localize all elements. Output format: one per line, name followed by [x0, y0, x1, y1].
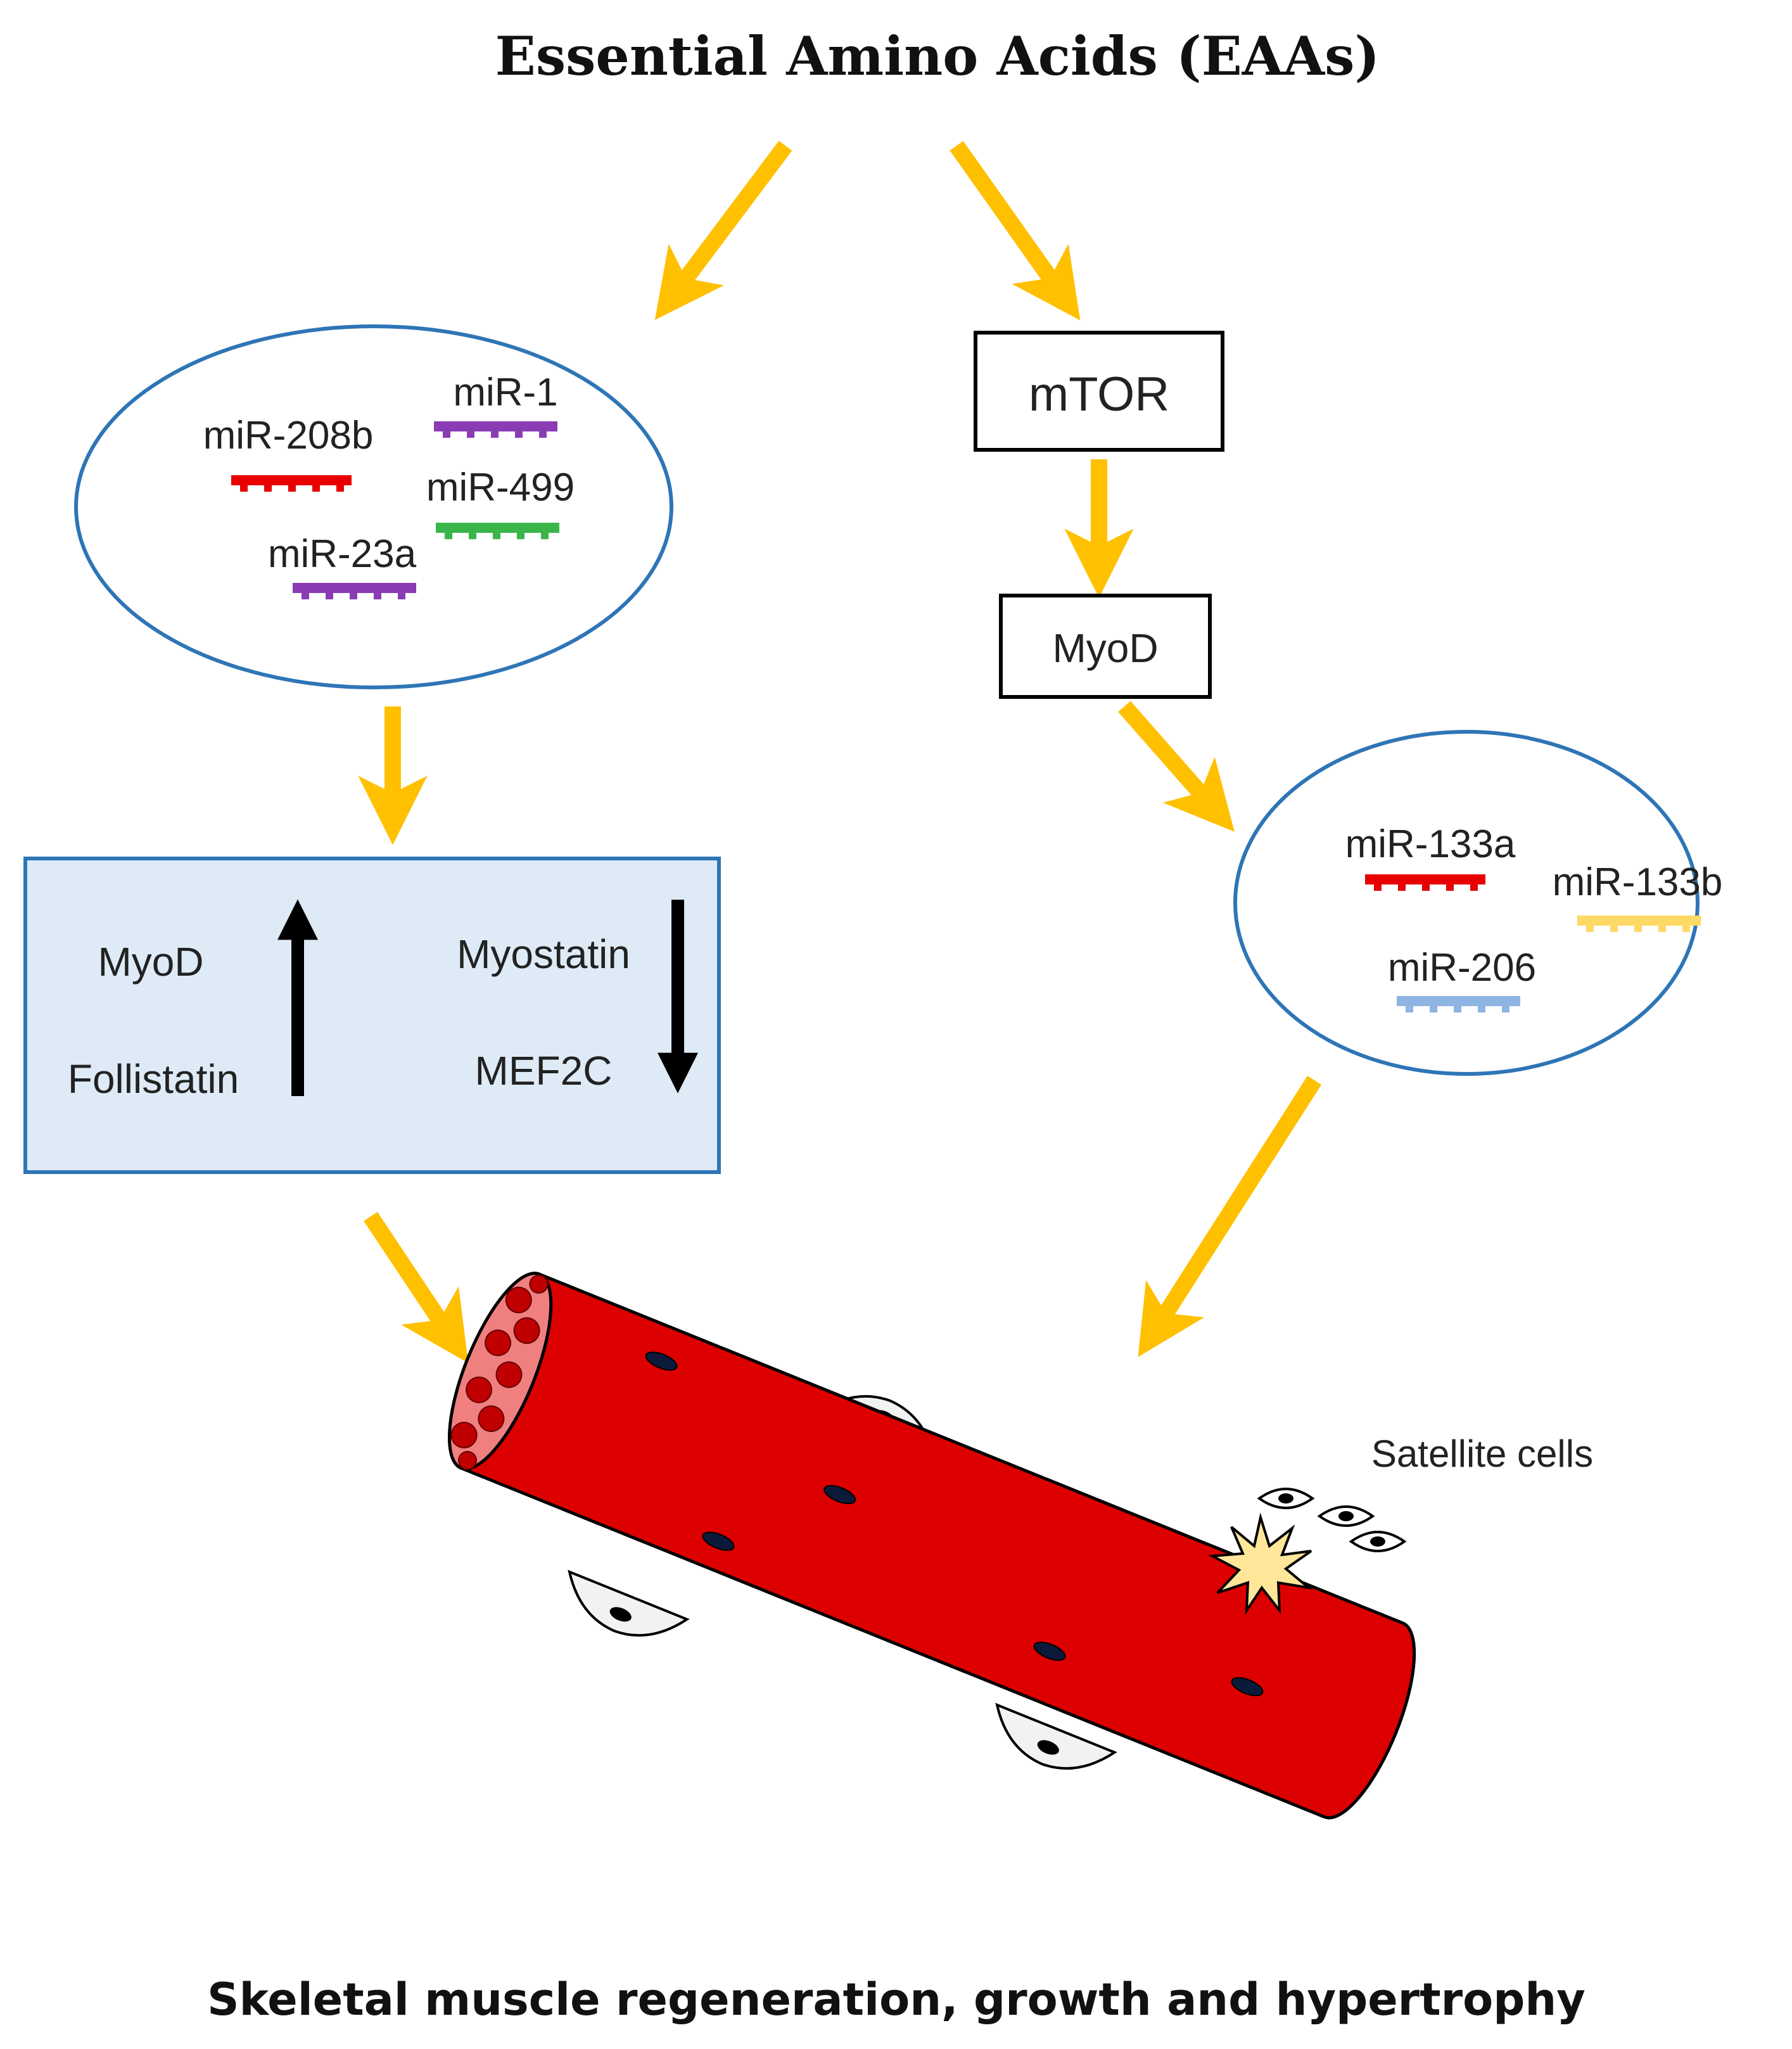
satellite-cell-icon [995, 1702, 1117, 1770]
mirna-strand-icon [1397, 996, 1520, 1012]
effects-box: MyoD Follistatin Myostatin MEF2C [23, 857, 721, 1174]
effects-box-frame [23, 857, 721, 1174]
injury-burst-icon [1207, 1512, 1313, 1616]
mirna-strand-icon [293, 583, 416, 599]
mirna-label: miR-1 [453, 371, 557, 414]
satellite-cell-icon [568, 1569, 690, 1637]
myod-label: MyoD [1052, 625, 1158, 671]
downregulated-item: MEF2C [475, 1048, 613, 1094]
downregulated-item: Myostatin [457, 931, 630, 977]
myofibril-bundles [450, 1274, 549, 1470]
mirna-label: miR-499 [426, 466, 575, 509]
free-satellite-cell-icon [1257, 1488, 1315, 1509]
mirna-strand-icon [1577, 916, 1701, 932]
upregulated-item: MyoD [98, 939, 203, 985]
mirna-strand-icon [1365, 874, 1485, 891]
arrow-effects-to-muscle [364, 1211, 469, 1363]
mirna-strand-icon [436, 523, 559, 539]
mirna-label: miR-23a [268, 532, 417, 576]
diagram-title: Essential Amino Acids (EAAs) [495, 25, 1380, 87]
free-satellite-cell-icon [1349, 1531, 1407, 1552]
mirna-label: miR-206 [1388, 946, 1536, 990]
mtor-node: mTOR [974, 331, 1224, 452]
mirna-strand-icon [231, 475, 352, 492]
arrow-eaa-to-left-cluster [654, 141, 792, 320]
upregulated-item: Follistatin [68, 1056, 239, 1102]
arrow-myod-to-right-cluster [1118, 701, 1235, 832]
mtor-label: mTOR [1029, 367, 1169, 421]
left-mirna-cluster: miR-208b miR-1 miR-499 miR-23a [74, 324, 673, 689]
mirna-label: miR-208b [203, 414, 374, 457]
mirna-label: miR-133a [1345, 822, 1516, 866]
satellite-cells-label: Satellite cells [1371, 1433, 1593, 1475]
yellow-arrows [358, 141, 1321, 1363]
mirna-label: miR-133b [1553, 860, 1723, 904]
right-mirna-cluster: miR-133a miR-133b miR-206 [1233, 730, 1723, 1076]
left-cluster-ellipse [74, 324, 673, 689]
muscle-fiber-illustration: Satellite cells [447, 1272, 1593, 1820]
mirna-strand-icon [434, 421, 557, 438]
myod-node: MyoD [999, 594, 1212, 699]
arrow-eaa-to-mtor [950, 141, 1081, 321]
arrow-right-cluster-to-muscle [1138, 1076, 1321, 1357]
diagram-footer: Skeletal muscle regeneration, growth and… [207, 1974, 1585, 2026]
myonuclei [645, 1351, 1264, 1697]
right-cluster-ellipse [1233, 730, 1700, 1076]
muscle-fiber-body [447, 1272, 1416, 1820]
free-satellite-cell-icon [1317, 1505, 1375, 1527]
